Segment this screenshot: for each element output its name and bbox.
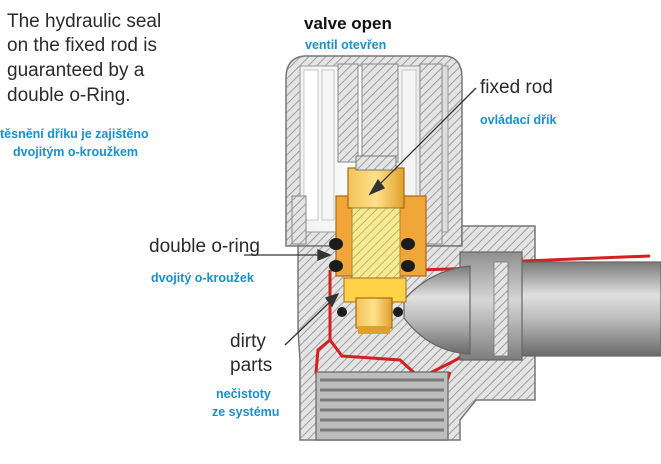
valve-state-title-cz: ventil otevřen [305, 38, 387, 52]
pipe-connection [403, 251, 661, 361]
label-fixed-rod-cz: ovládací dřík [480, 113, 557, 127]
label-dirty-parts-cz-1: nečistoty [216, 387, 271, 401]
tailpiece-thread [315, 371, 449, 441]
label-dirty-parts-1: dirty [230, 331, 266, 352]
intro-line-3: guaranteed by a [7, 60, 145, 81]
intro-cz-line-2: dvojitým o-kroužkem [13, 145, 139, 159]
intro-line-1: The hydraulic seal [7, 11, 162, 32]
valve-state-title: valve open [304, 14, 392, 33]
intro-line-2: on the fixed rod is [7, 35, 157, 56]
label-double-oring-cz: dvojitý o-kroužek [151, 271, 254, 285]
intro-line-4: double o-Ring. [7, 85, 131, 106]
label-fixed-rod: fixed rod [480, 77, 553, 98]
leader-lines [244, 87, 477, 346]
label-double-oring: double o-ring [149, 236, 260, 257]
intro-cz-line-1: těsnění dříku je zajištěno [0, 127, 149, 141]
label-dirty-parts-cz-2: ze systému [212, 405, 280, 419]
double-o-ring [329, 238, 415, 317]
label-dirty-parts-2: parts [230, 355, 273, 376]
brass-stem [335, 155, 427, 334]
